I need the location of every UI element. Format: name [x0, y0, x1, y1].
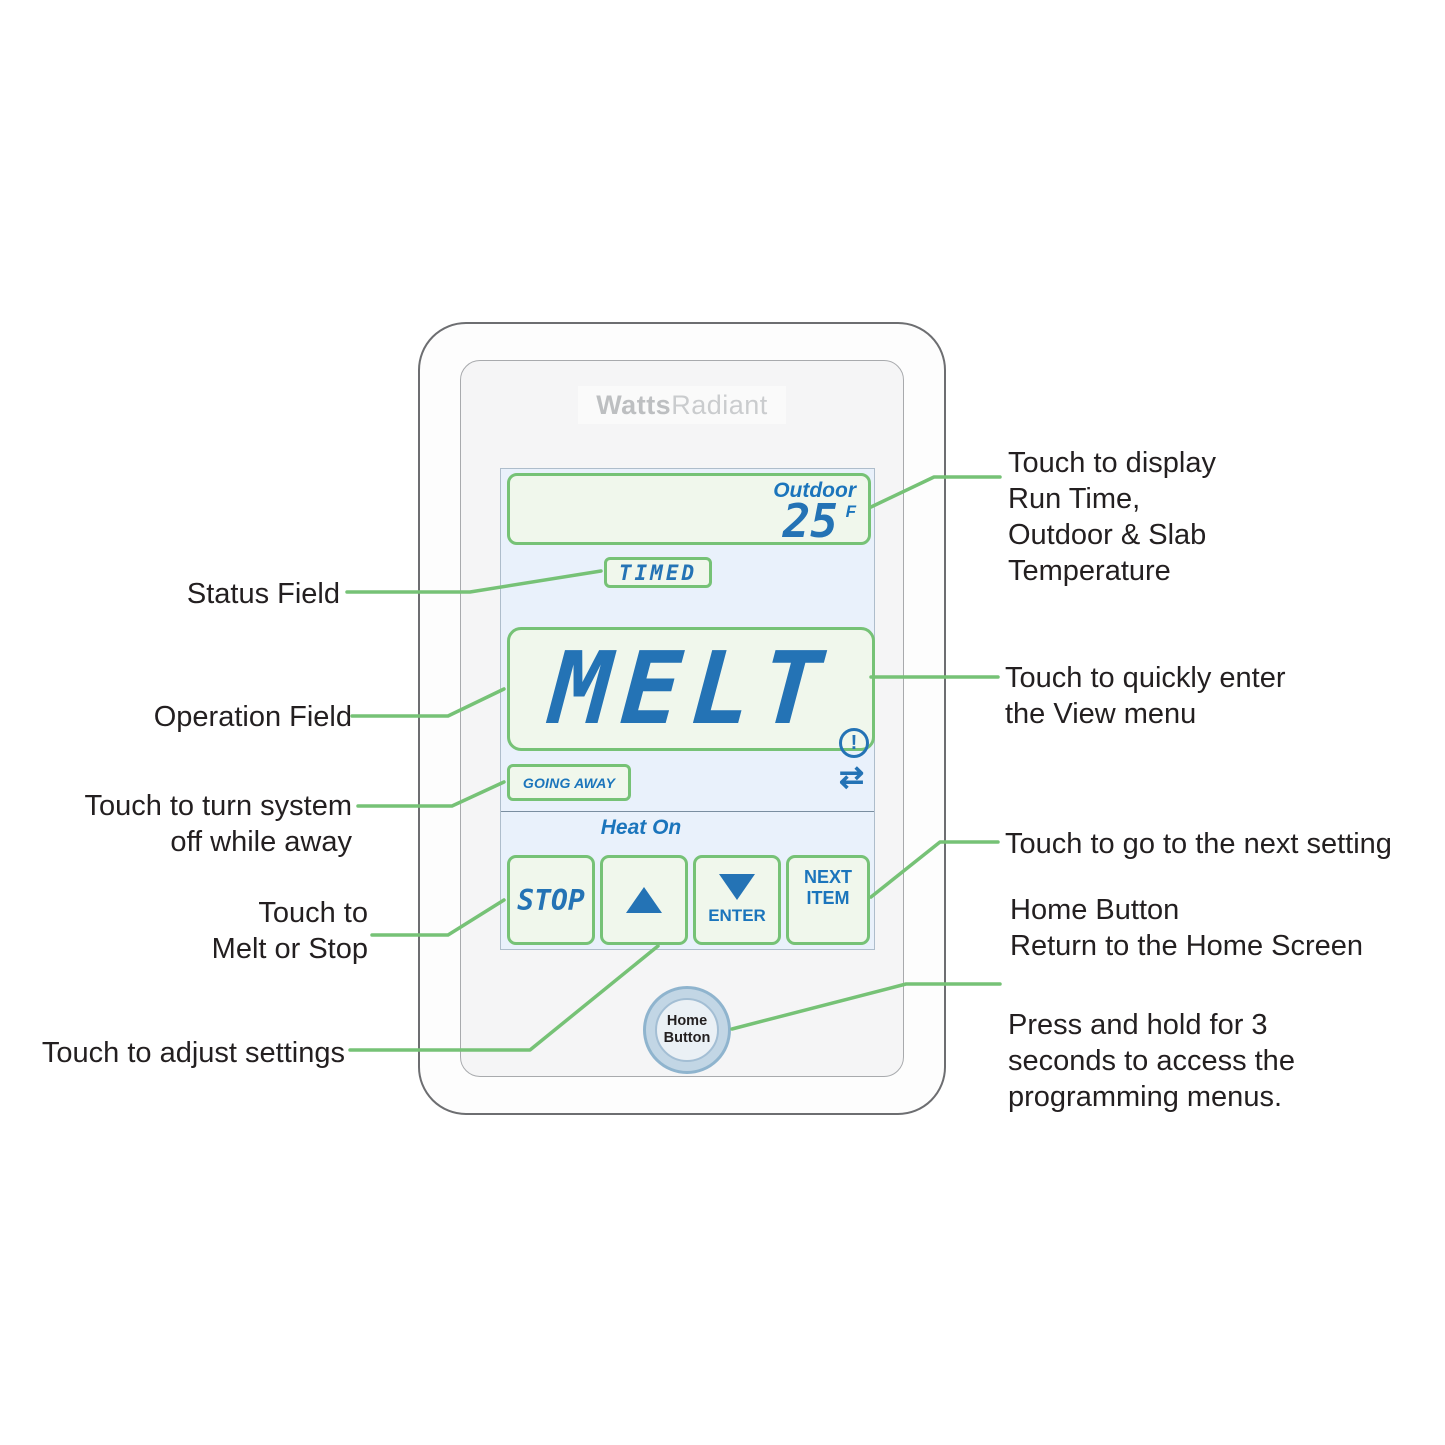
callout-home-description: Press and hold for 3 seconds to access t…: [1008, 1009, 1295, 1113]
operation-text: MELT: [546, 630, 836, 747]
down-arrow-icon: [719, 874, 755, 900]
callout-adjust-settings: Touch to adjust settings: [41, 1037, 345, 1069]
status-text: TIMED: [618, 560, 698, 585]
stop-button[interactable]: STOP: [507, 855, 595, 945]
alert-icon: !: [839, 728, 869, 758]
brand-radiant: Radiant: [671, 390, 768, 420]
enter-label: ENTER: [708, 906, 766, 925]
callout-operation-field: Operation Field: [153, 701, 352, 733]
going-away-button[interactable]: GOING AWAY: [507, 764, 631, 801]
up-arrow-icon: [626, 887, 662, 913]
brand-logo: WattsRadiant: [578, 386, 786, 424]
swap-arrows-icon: ⇄: [839, 761, 865, 794]
status-field: TIMED: [604, 557, 712, 588]
touch-screen: Outdoor 25 F TIMED MELT ! GOING AWAY ⇄ H…: [500, 468, 875, 950]
callout-next-setting: Touch to go to the next setting: [1005, 828, 1392, 860]
down-enter-button[interactable]: ENTER: [693, 855, 781, 945]
outdoor-label: Outdoor: [773, 479, 856, 502]
callout-home-button: Home Button Return to the Home Screen: [1010, 894, 1364, 962]
outdoor-temp-display[interactable]: Outdoor 25 F: [507, 473, 871, 545]
stop-label: STOP: [517, 883, 585, 917]
callout-going-away: Touch to turn system off while away: [84, 790, 352, 858]
outdoor-temp-unit: F: [845, 502, 856, 521]
callout-status-field: Status Field: [186, 578, 340, 610]
going-away-label: GOING AWAY: [522, 774, 616, 791]
home-button[interactable]: Home Button: [643, 986, 731, 1074]
operation-field[interactable]: MELT: [507, 627, 875, 751]
callout-melt-stop: Touch to Melt or Stop: [211, 897, 368, 965]
alert-glyph: !: [850, 731, 858, 754]
callout-view-menu: Touch to quickly enter the View menu: [1005, 662, 1286, 730]
home-button-label: Home Button: [663, 1013, 711, 1046]
outdoor-temp-value: 25: [782, 494, 838, 548]
callout-display-info: Touch to display Run Time, Outdoor & Sla…: [1008, 447, 1216, 587]
brand-watts: Watts: [596, 390, 672, 420]
heat-on-status: Heat On: [600, 816, 682, 839]
screen-divider: [501, 811, 874, 812]
next-item-label: NEXT ITEM: [803, 867, 852, 908]
next-item-button[interactable]: NEXT ITEM: [786, 855, 870, 945]
up-button[interactable]: [600, 855, 688, 945]
